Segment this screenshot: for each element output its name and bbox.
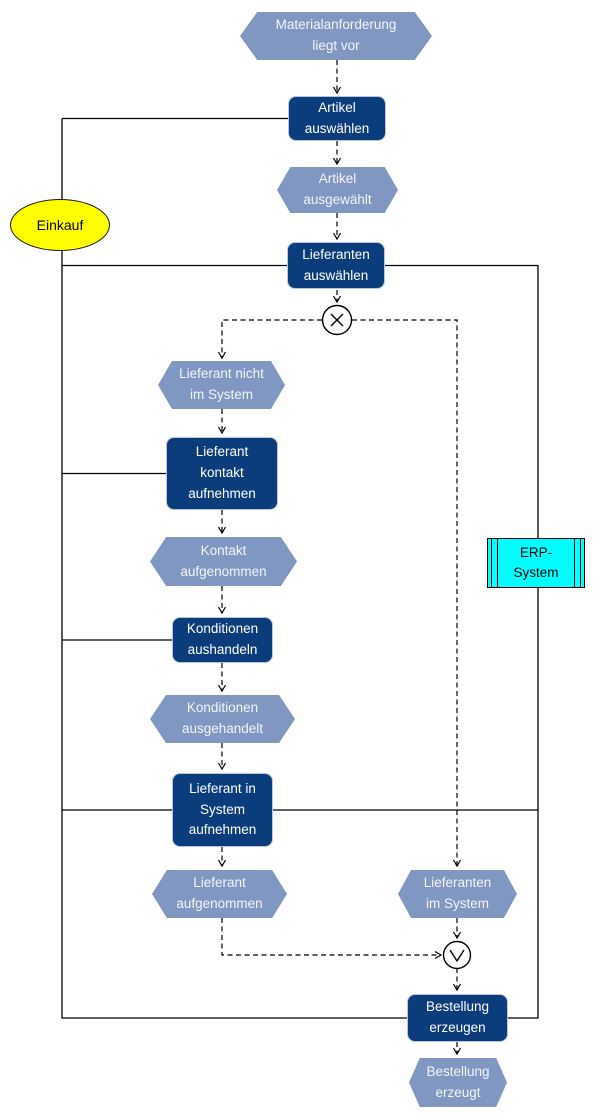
control-flow-arrows	[217, 60, 462, 1056]
flow-xor-im-system	[352, 319, 462, 868]
function-label: Lieferanten auswählen	[302, 246, 370, 283]
event-label: Konditionen ausgehandelt	[181, 700, 264, 736]
event-label: Materialanforderung liegt vor	[275, 17, 397, 53]
event-materialanforderung-liegt-vor[interactable]: Materialanforderung liegt vor	[240, 12, 432, 60]
system-label: ERP- System	[513, 544, 559, 580]
line-einkauf-down	[61, 251, 407, 1019]
function-lieferant-kontakt-aufnehmen[interactable]: Lieferant kontakt aufnehmen	[166, 437, 278, 510]
system-erp[interactable]: ERP- System	[487, 538, 585, 588]
event-bestellung-erzeugt[interactable]: Bestellung erzeugt	[409, 1058, 507, 1107]
event-lieferant-nicht-im-system[interactable]: Lieferant nicht im System	[158, 361, 285, 409]
function-artikel-auswaehlen[interactable]: Artikel auswählen	[288, 96, 386, 141]
event-kontakt-aufgenommen[interactable]: Kontakt aufgenommen	[150, 537, 297, 586]
line-erp-main	[385, 264, 539, 1019]
flow-aufgenommen-or	[221, 918, 443, 960]
event-konditionen-ausgehandelt[interactable]: Konditionen ausgehandelt	[150, 695, 295, 743]
flow-xor-nicht-im-system	[217, 319, 322, 360]
xor-symbol	[330, 313, 344, 327]
event-label: Bestellung erzeugt	[426, 1063, 490, 1100]
assignment-lines	[61, 117, 539, 1019]
function-label: Konditionen aushandeln	[186, 621, 259, 657]
org-unit-label: Einkauf	[36, 217, 84, 233]
event-label: Artikel ausgewählt	[303, 171, 372, 207]
event-label: Kontakt aufgenommen	[180, 542, 267, 579]
or-connector[interactable]	[442, 940, 472, 970]
function-lieferant-in-system-aufnehmen[interactable]: Lieferant in System aufnehmen	[172, 773, 273, 847]
function-bestellung-erzeugen[interactable]: Bestellung erzeugen	[407, 994, 508, 1042]
event-lieferant-aufgenommen[interactable]: Lieferant aufgenommen	[152, 870, 287, 918]
or-symbol	[449, 949, 465, 963]
event-artikel-ausgewaehlt[interactable]: Artikel ausgewählt	[277, 167, 398, 213]
function-label: Lieferant in System aufnehmen	[188, 780, 257, 838]
function-label: Lieferant kontakt aufnehmen	[188, 444, 256, 501]
org-unit-einkauf[interactable]: Einkauf	[10, 199, 110, 251]
function-konditionen-aushandeln[interactable]: Konditionen aushandeln	[172, 617, 273, 663]
event-label: Lieferanten im System	[423, 875, 492, 911]
xor-connector[interactable]	[321, 304, 353, 336]
event-label: Lieferant nicht im System	[179, 366, 264, 402]
function-label: Bestellung erzeugen	[425, 999, 490, 1035]
function-label: Artikel auswählen	[304, 99, 370, 136]
event-label: Lieferant aufgenommen	[176, 875, 263, 911]
function-lieferanten-auswaehlen[interactable]: Lieferanten auswählen	[287, 242, 385, 289]
event-lieferanten-im-system[interactable]: Lieferanten im System	[398, 870, 517, 918]
